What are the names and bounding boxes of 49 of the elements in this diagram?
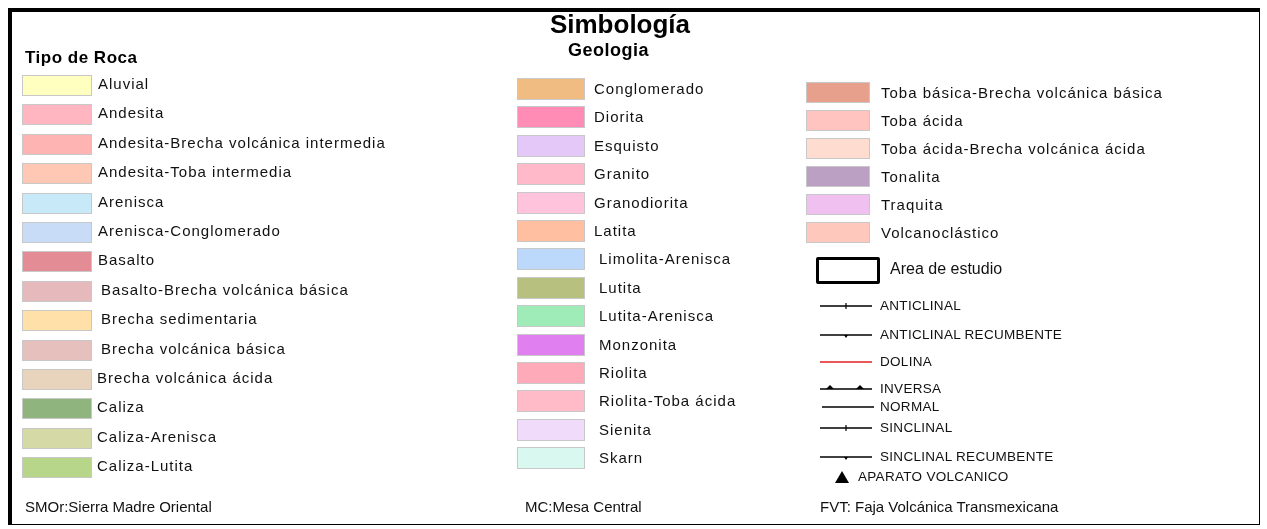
legend-label: Brecha volcánica básica <box>101 339 286 358</box>
legend-label: Toba ácida-Brecha volcánica ácida <box>881 140 1146 158</box>
legend-label: ANTICLINAL RECUMBENTE <box>880 327 1063 343</box>
legend-label: Limolita-Arenisca <box>599 250 732 269</box>
legend-label: Toba ácida <box>881 112 964 130</box>
legend-label: Andesita-Toba intermedia <box>98 163 293 182</box>
legend-label: Conglomerado <box>594 80 705 98</box>
legend-label: Brecha volcánica ácida <box>97 369 274 387</box>
legend-label: Volcanoclástico <box>881 224 1000 242</box>
legend-label: Brecha sedimentaria <box>101 310 258 329</box>
legend-label: Caliza-Lutita <box>97 457 194 476</box>
legend-label: Lutita-Arenisca <box>599 307 715 326</box>
legend-label: Esquisto <box>594 136 660 155</box>
legend-label: Diorita <box>594 108 645 127</box>
title: Simbología <box>548 9 692 40</box>
legend-label: Area de estudio <box>890 260 1003 278</box>
legend-label: Sienita <box>599 420 652 439</box>
legend-label: Andesita-Brecha volcánica intermedia <box>98 133 386 152</box>
legend-label: Riolita <box>599 364 648 382</box>
footnote: FVT: Faja Volcánica Transmexicana <box>820 498 1059 515</box>
legend-label: SINCLINAL <box>880 420 953 436</box>
legend-label: Lutita <box>599 278 642 297</box>
legend-label: APARATO VOLCANICO <box>858 469 1009 485</box>
legend-label: Andesita <box>98 104 165 123</box>
legend-label: NORMAL <box>880 399 940 415</box>
legend-label: Latita <box>594 222 637 240</box>
footnote: SMOr:Sierra Madre Oriental <box>25 498 212 515</box>
legend-label: Traquita <box>881 196 944 214</box>
section-heading: Tipo de Roca <box>25 48 138 68</box>
legend-label: Aluvial <box>98 75 150 93</box>
legend-label: Basalto-Brecha volcánica básica <box>101 280 349 299</box>
legend-label: Skarn <box>599 449 644 468</box>
legend-label: Tonalita <box>881 168 941 186</box>
legend-label: Granodiorita <box>594 193 689 212</box>
legend-label: ANTICLINAL <box>880 298 962 314</box>
legend-label: Riolita-Toba ácida <box>599 392 737 411</box>
legend-label: Arenisca <box>98 192 165 211</box>
subtitle: Geologia <box>568 40 649 61</box>
legend-label: Caliza <box>97 398 145 417</box>
legend-label: Monzonita <box>599 335 678 354</box>
legend-label: SINCLINAL RECUMBENTE <box>880 449 1054 465</box>
legend-label: Arenisca-Conglomerado <box>98 222 281 240</box>
legend-label: Caliza-Arenisca <box>97 427 218 446</box>
legend-label: DOLINA <box>880 354 933 370</box>
legend-label: Basalto <box>98 251 156 270</box>
legend-label: Toba básica-Brecha volcánica básica <box>881 84 1163 102</box>
legend-label: Granito <box>594 165 651 184</box>
legend-label: INVERSA <box>880 381 942 397</box>
footnote: MC:Mesa Central <box>525 498 642 515</box>
